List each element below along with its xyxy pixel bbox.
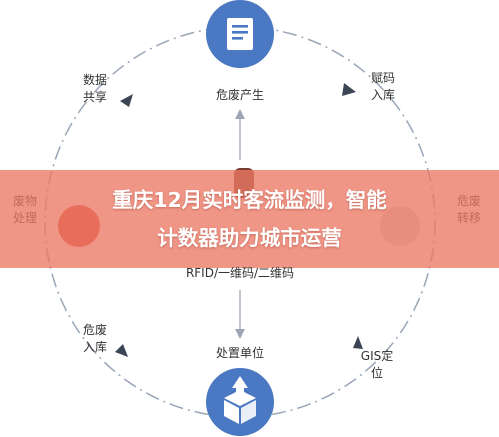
top-left-label-line2: 共享 [82,90,107,104]
top-center-label: 危废产生 [215,88,264,102]
bottom-left-label: 危废 入库 [70,322,120,356]
banner-title-line1: 重庆12月实时客流监测，智能 [112,188,387,212]
bottom-node [206,368,274,436]
ring-arrow-bottom-right [353,336,363,349]
banner-title-line2: 计数器助力城市运营 [157,226,342,250]
center-arrow-down [235,290,245,339]
ring-arrow-top-left [120,94,133,107]
bottom-right-label-line1: GIS定 [360,349,394,363]
ring-arrow-top-right [342,83,356,96]
bottom-center-label: 处置单位 [215,346,264,360]
package-icon [224,376,256,424]
center-code-label: RFID/一维码/二维码 [185,266,295,280]
top-left-label: 数据 共享 [70,72,120,106]
bottom-right-label: GIS定 位 [354,348,400,382]
top-node [206,0,274,68]
bottom-left-label-line1: 危废 [82,323,107,337]
bottom-right-label-line2: 位 [370,366,383,380]
top-left-label-line1: 数据 [82,73,107,87]
top-right-label: 赋码 入库 [358,70,408,104]
bottom-left-label-line2: 入库 [82,340,107,354]
title-banner [0,170,499,268]
center-arrow-up [235,109,245,160]
document-icon [227,18,253,50]
ring-arrow-bottom-left [115,344,128,357]
top-right-label-line2: 入库 [370,88,395,102]
top-right-label-line1: 赋码 [370,71,395,85]
